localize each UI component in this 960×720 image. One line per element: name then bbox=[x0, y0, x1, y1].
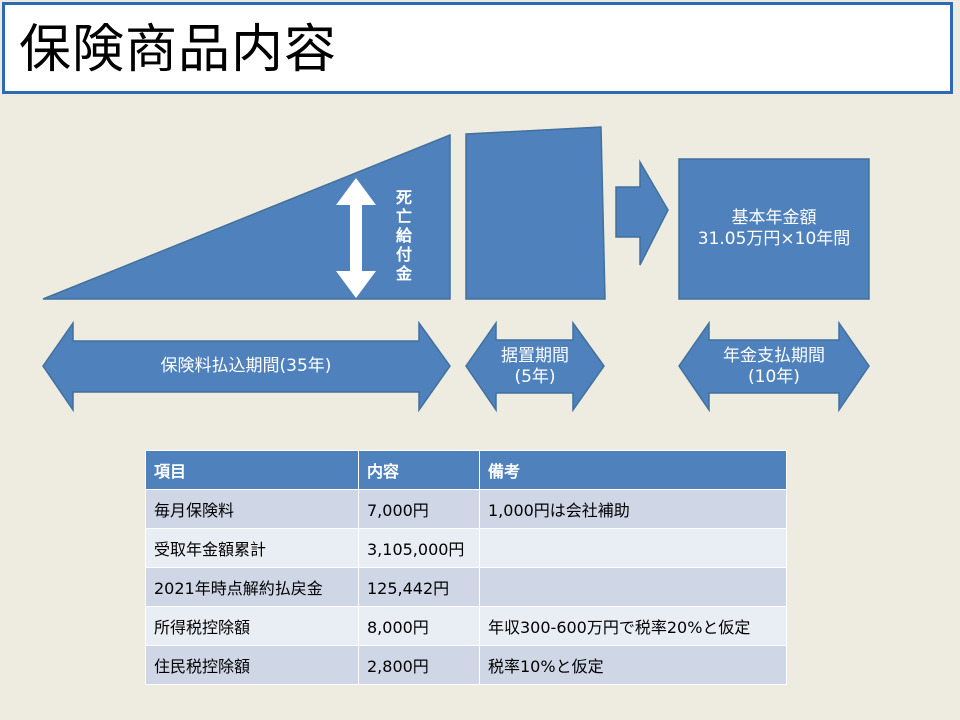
table-cell: 受取年金額累計 bbox=[145, 528, 359, 568]
death-benefit-char: 付 bbox=[395, 245, 412, 264]
deferral-block bbox=[465, 126, 606, 300]
header-content: 内容 bbox=[358, 450, 480, 490]
annuity-box-line2: 31.05万円×10年間 bbox=[697, 229, 851, 249]
table-row: 住民税控除額 2,800円 税率10%と仮定 bbox=[145, 645, 787, 685]
death-benefit-char: 亡 bbox=[395, 207, 412, 226]
page-title: 保険商品内容 bbox=[19, 20, 338, 80]
insurance-details-table: 項目 内容 備考 毎月保険料 7,000円 1,000円は会社補助 受取年金額累… bbox=[145, 450, 787, 685]
header-notes: 備考 bbox=[479, 450, 787, 490]
table-cell: 2021年時点解約払戻金 bbox=[145, 567, 359, 607]
payout-line1: 年金支払期間 bbox=[723, 346, 825, 366]
table-cell: 8,000円 bbox=[358, 606, 480, 646]
death-benefit-arrow-icon bbox=[336, 178, 376, 298]
death-benefit-char: 給 bbox=[395, 226, 412, 245]
deferral-period-label: 据置期間 (5年) bbox=[476, 346, 594, 388]
table-row: 毎月保険料 7,000円 1,000円は会社補助 bbox=[145, 489, 787, 529]
table-cell: 7,000円 bbox=[358, 489, 480, 529]
death-benefit-char: 死 bbox=[395, 188, 412, 207]
deferral-period-arrow bbox=[465, 320, 605, 413]
premium-period-arrow bbox=[42, 320, 451, 413]
title-box: 保険商品内容 bbox=[2, 2, 953, 94]
header-item: 項目 bbox=[145, 450, 359, 490]
table-cell: 毎月保険料 bbox=[145, 489, 359, 529]
table-row: 所得税控除額 8,000円 年収300-600万円で税率20%と仮定 bbox=[145, 606, 787, 646]
annuity-box-label: 基本年金額 31.05万円×10年間 bbox=[679, 208, 869, 250]
payout-period-label: 年金支払期間 (10年) bbox=[689, 346, 859, 388]
table-header-row: 項目 内容 備考 bbox=[145, 450, 787, 490]
deferral-line2: (5年) bbox=[514, 367, 556, 387]
death-benefit-char: 金 bbox=[395, 264, 412, 283]
death-benefit-label: 死 亡 給 付 金 bbox=[394, 188, 414, 283]
table-cell: 1,000円は会社補助 bbox=[479, 489, 787, 529]
table-row: 2021年時点解約払戻金 125,442円 bbox=[145, 567, 787, 607]
annuity-box-line1: 基本年金額 bbox=[731, 208, 817, 228]
premium-period-label: 保険料払込期間(35年) bbox=[160, 356, 332, 376]
table-cell: 125,442円 bbox=[358, 567, 480, 607]
deferral-line1: 据置期間 bbox=[501, 346, 569, 366]
table-row: 受取年金額累計 3,105,000円 bbox=[145, 528, 787, 568]
table-cell: 2,800円 bbox=[358, 645, 480, 685]
premium-accumulation-triangle bbox=[42, 133, 451, 300]
annuity-box bbox=[678, 158, 870, 300]
table-cell: 税率10%と仮定 bbox=[479, 645, 787, 685]
table-cell bbox=[479, 567, 787, 607]
payout-period-arrow bbox=[678, 320, 870, 413]
transition-arrow-icon bbox=[615, 159, 669, 266]
table-cell: 所得税控除額 bbox=[145, 606, 359, 646]
payout-line2: (10年) bbox=[748, 367, 800, 387]
table-cell bbox=[479, 528, 787, 568]
table-cell: 年収300-600万円で税率20%と仮定 bbox=[479, 606, 787, 646]
table-cell: 3,105,000円 bbox=[358, 528, 480, 568]
table-cell: 住民税控除額 bbox=[145, 645, 359, 685]
